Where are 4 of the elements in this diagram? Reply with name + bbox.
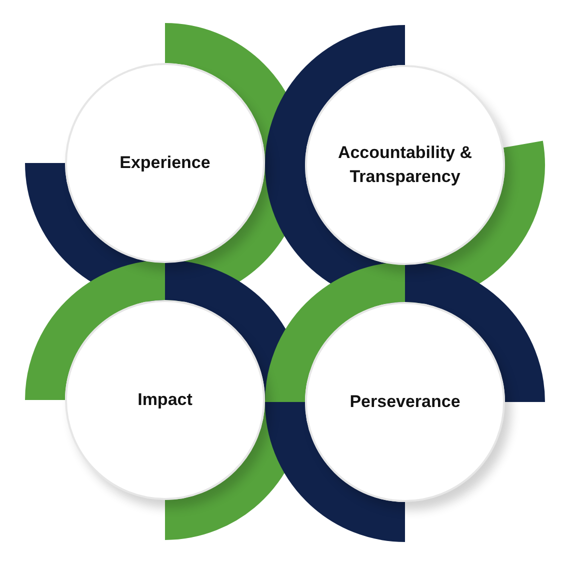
node-label: Perseverance: [348, 391, 462, 413]
node-label: Accountability & Transparency: [336, 142, 474, 188]
node-label: Experience: [118, 152, 212, 174]
node-label: Impact: [136, 389, 194, 411]
